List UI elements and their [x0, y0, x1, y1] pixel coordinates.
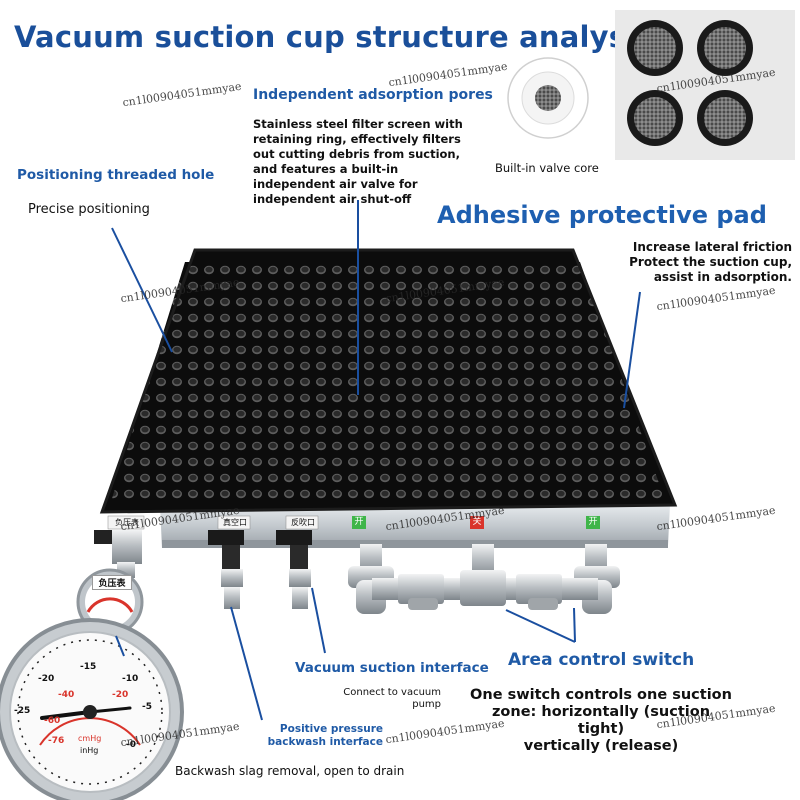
- vacuum-port-valve: [208, 530, 244, 609]
- backwash-port-valve: [276, 530, 312, 609]
- filter-screen-thumbnails: [615, 10, 795, 160]
- callout-lines: [111, 200, 641, 721]
- pores-description: Stainless steel filter screen with retai…: [253, 117, 463, 206]
- gauge-badge: 负压表: [92, 575, 132, 590]
- gauge-tick: -5: [142, 702, 152, 712]
- perforated-plate: [99, 248, 678, 514]
- gauge-tick: -15: [80, 662, 97, 672]
- gauge-tick: -0: [126, 740, 136, 750]
- area-switch-line-1: One switch controls one suction: [470, 687, 732, 703]
- port-label-vacuum: 真空口: [223, 518, 247, 527]
- switch-label-close: 关: [472, 517, 482, 527]
- switch-label-open-1: 开: [354, 517, 364, 527]
- area-switch-description: One switch controls one suction zone: ho…: [468, 687, 734, 755]
- gauge-tick: -20: [38, 674, 55, 684]
- gauge-tick: -76: [48, 736, 65, 746]
- switch-label-open-2: 开: [588, 517, 598, 527]
- gauge-tick: -60: [44, 716, 61, 726]
- pad-heading: Adhesive protective pad: [437, 201, 767, 229]
- valve-core-image: [507, 57, 589, 139]
- port-label-backwash: 反吹口: [291, 518, 315, 527]
- gauge-fitting: [94, 530, 142, 578]
- gauge-unit-cmhg: cmHg: [78, 734, 102, 743]
- backwash-heading: Positive pressure backwash interface: [267, 723, 383, 748]
- backwash-description: Backwash slag removal, open to drain: [175, 764, 405, 778]
- page-title: Vacuum suction cup structure analysis: [14, 20, 654, 54]
- pores-heading: Independent adsorption pores: [253, 87, 493, 103]
- vacuum-interface-heading: Vacuum suction interface: [295, 660, 489, 676]
- pad-line-3: assist in adsorption.: [653, 270, 792, 284]
- gauge-tick: -20: [112, 690, 129, 700]
- pad-line-2: Protect the suction cup,: [629, 255, 792, 269]
- pad-line-1: Increase lateral friction: [632, 240, 792, 254]
- area-control-piping: [348, 544, 620, 614]
- gauge-unit-inhg: inHg: [80, 746, 99, 755]
- area-switch-line-2: zone: horizontally (suction tight): [491, 704, 711, 737]
- port-label-gauge: 负压表: [115, 518, 139, 527]
- pad-description: Increase lateral friction Protect the su…: [520, 240, 792, 285]
- valve-core-label: Built-in valve core: [495, 161, 599, 175]
- gauge-tick: -25: [14, 706, 31, 716]
- vacuum-interface-description: Connect to vacuum pump: [343, 687, 441, 710]
- port-labels: [107, 515, 600, 530]
- gauge-tick: -40: [58, 690, 75, 700]
- gauge-tick: -10: [122, 674, 139, 684]
- area-switch-line-3: vertically (release): [523, 738, 679, 754]
- threaded-hole-description: Precise positioning: [28, 202, 150, 217]
- area-switch-heading: Area control switch: [508, 650, 695, 670]
- large-pressure-gauge: [0, 618, 184, 800]
- threaded-hole-heading: Positioning threaded hole: [17, 167, 215, 183]
